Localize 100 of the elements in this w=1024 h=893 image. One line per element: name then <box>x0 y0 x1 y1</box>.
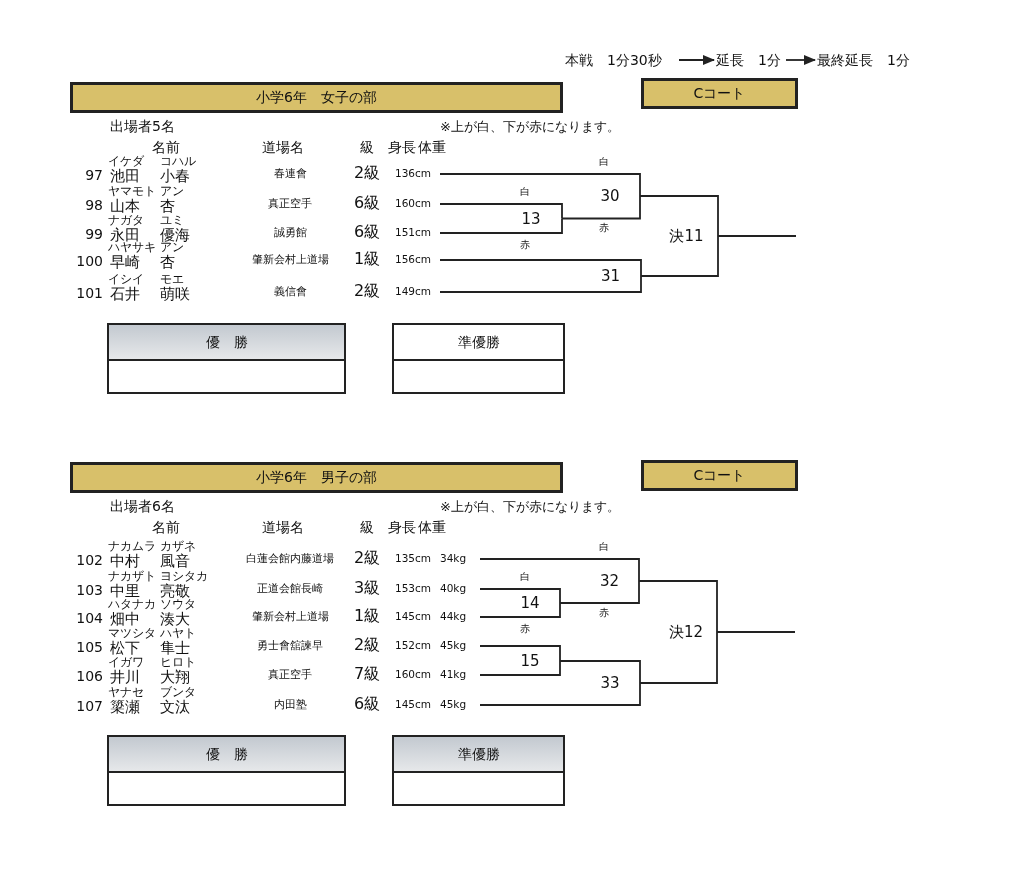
furigana: コハル <box>160 155 197 167</box>
entry-number: 98 <box>84 198 103 212</box>
given-name: 亮敬 <box>160 584 191 599</box>
division-header-bar: 小学6年 男子の部 <box>70 462 563 493</box>
furigana: ハヤト <box>160 627 197 639</box>
entry-number: 101 <box>75 286 103 300</box>
bracket-line <box>479 588 561 604</box>
result-heading: 優 勝 <box>109 325 344 361</box>
entry-number: 103 <box>75 583 103 597</box>
surname: 中村 <box>110 554 141 569</box>
entry-number: 99 <box>84 227 103 241</box>
bracket-line <box>439 217 563 234</box>
division-header-bar: 小学6年 女子の部 <box>70 82 563 113</box>
furigana: ハタナカ <box>108 598 157 610</box>
match-number: 決11 <box>669 226 704 246</box>
arrow <box>785 54 817 66</box>
dojo-name: 真正空手 <box>267 198 313 209</box>
furigana: ナカムラ <box>108 540 157 552</box>
surname: 池田 <box>110 169 141 184</box>
note-text: ※上が白、下が赤になります。 <box>440 498 620 516</box>
column-header: 級 <box>360 139 374 157</box>
furigana: アン <box>160 241 185 253</box>
height: 156cm <box>395 254 433 265</box>
bracket-line <box>479 558 640 582</box>
surname: 永田 <box>110 228 140 243</box>
bracket-line <box>479 660 561 676</box>
height: 153cm <box>395 583 433 594</box>
furigana: イシイ <box>108 273 145 285</box>
bracket-line <box>639 631 718 684</box>
bracket-line <box>479 682 641 706</box>
time-rule-text: 延長 1分 <box>716 50 784 70</box>
dojo-name: 勇士會舘諫早 <box>256 640 324 651</box>
given-name: 隼士 <box>160 641 191 656</box>
dojo-name: 義信會 <box>272 286 308 297</box>
weight: 44kg <box>440 611 468 622</box>
surname: 山本 <box>110 199 141 214</box>
court-box: Cコート <box>641 460 798 491</box>
column-header: 道場名 <box>262 519 304 537</box>
grade: 2級 <box>354 637 382 653</box>
edge-label: 白 <box>519 571 531 583</box>
height: 160cm <box>395 198 433 209</box>
bracket-line <box>439 259 642 277</box>
grade: 6級 <box>354 195 382 211</box>
result-box <box>107 323 346 394</box>
entry-number: 104 <box>75 611 103 625</box>
bracket-line <box>559 580 640 604</box>
dojo-name: 肇新会村上道場 <box>250 611 330 622</box>
match-number: 15 <box>520 652 540 670</box>
furigana: モエ <box>160 273 185 285</box>
height: 149cm <box>395 286 433 297</box>
column-header: 道場名 <box>262 139 304 157</box>
column-header: 名前 <box>152 139 180 157</box>
column-header: 名前 <box>152 519 180 537</box>
entry-number: 105 <box>75 640 103 654</box>
given-name: 杏 <box>160 199 176 214</box>
bracket-line <box>559 660 641 684</box>
edge-label: 赤 <box>519 623 531 635</box>
grade: 1級 <box>354 251 382 267</box>
bracket-line <box>479 602 561 618</box>
dojo-name: 真正空手 <box>267 669 313 680</box>
height: 152cm <box>395 640 433 651</box>
height: 160cm <box>395 669 433 680</box>
match-number: 決12 <box>668 622 704 642</box>
edge-label: 白 <box>598 156 610 168</box>
weight: 34kg <box>440 553 468 564</box>
given-name: 文汰 <box>160 700 191 715</box>
match-number: 13 <box>521 209 541 228</box>
given-name: 湊大 <box>160 612 191 627</box>
furigana: ブンタ <box>160 686 197 698</box>
given-name: 小春 <box>160 169 191 184</box>
given-name: 杏 <box>160 255 176 270</box>
entry-number: 100 <box>75 254 103 268</box>
column-header: 身長 <box>388 139 416 157</box>
edge-label: 赤 <box>598 607 610 619</box>
furigana: ヒロト <box>160 656 197 668</box>
given-name: 優海 <box>160 228 191 243</box>
column-header: 級 <box>360 519 374 537</box>
court-box: Cコート <box>641 78 798 109</box>
surname: 石井 <box>110 287 141 302</box>
bracket-line <box>640 235 719 277</box>
match-number: 32 <box>599 572 620 590</box>
grade: 7級 <box>354 666 382 682</box>
dojo-name: 正道会館長崎 <box>256 583 324 594</box>
weight: 45kg <box>440 640 468 651</box>
furigana: ヨシタカ <box>160 570 209 582</box>
entry-number: 106 <box>75 669 103 683</box>
furigana: ヤナセ <box>108 686 145 698</box>
time-rule-text: 本戦 1分30秒 <box>565 50 677 70</box>
participant-count: 出場者5名 <box>110 118 175 136</box>
entry-number: 107 <box>75 699 103 713</box>
surname: 簗瀬 <box>110 700 141 715</box>
height: 135cm <box>395 553 433 564</box>
edge-label: 白 <box>519 186 531 198</box>
bracket-line <box>479 645 561 662</box>
given-name: 風音 <box>160 554 191 569</box>
column-header: 身長 <box>388 519 416 537</box>
height: 145cm <box>395 611 433 622</box>
furigana: カザネ <box>160 540 197 552</box>
furigana: ヤマモト <box>108 185 157 197</box>
surname: 中里 <box>110 584 140 599</box>
